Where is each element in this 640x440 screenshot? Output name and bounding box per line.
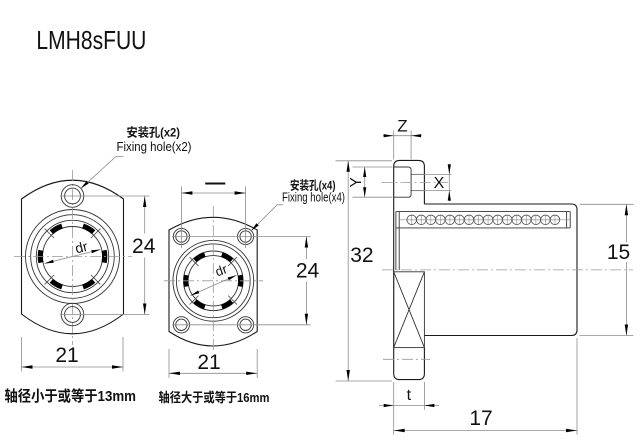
dimension-arrowhead xyxy=(143,196,147,207)
dim-32-label: 32 xyxy=(350,244,373,267)
flange-outline-oval xyxy=(20,179,125,335)
dimension-arrowhead xyxy=(112,365,123,369)
dimension-arrowhead xyxy=(21,365,33,369)
dimension-arrowhead xyxy=(363,167,367,177)
dimension-arrowhead xyxy=(447,190,451,201)
dimension-arrowhead xyxy=(304,236,309,248)
dimension-arrowhead xyxy=(624,324,629,336)
retainer-tick xyxy=(90,228,101,239)
dimension-arrowhead xyxy=(44,259,54,264)
callout-fixing-hole-cn: 安装孔(x4) xyxy=(290,177,336,194)
callout-fixing-hole-en: Fixing hole(x2) xyxy=(117,140,192,154)
dimension-arrowhead xyxy=(80,181,89,189)
bearing-ball xyxy=(549,214,561,226)
bore-dia-label: dr xyxy=(213,261,230,279)
front-view-4hole: dr — 24 21 安装孔(x4) Fixing hole(x4) 轴径大于或… xyxy=(159,172,346,406)
retainer-tick xyxy=(227,295,238,305)
dimension-arrowhead xyxy=(181,191,193,195)
callout-leader-line xyxy=(251,204,283,231)
dim-hole-pitch-v-label: 24 xyxy=(296,259,320,282)
dimension-arrowhead xyxy=(227,275,237,281)
retainer-seal-segment xyxy=(49,223,63,235)
flange-outline-square xyxy=(168,216,258,347)
dimension-arrowhead xyxy=(91,249,101,254)
front-view-2hole: dr 24 21 安装孔(x2) Fixing hole(x2) 轴径小于或等于… xyxy=(5,124,192,406)
dimension-arrowhead xyxy=(234,191,246,195)
retainer-tick xyxy=(227,256,238,267)
retainer-tick xyxy=(189,295,199,305)
dim-t-label: t xyxy=(407,387,412,404)
dimension-arrowhead xyxy=(169,371,180,375)
section-box xyxy=(393,271,425,349)
dimension-arrowhead xyxy=(393,428,405,433)
retainer-seal-segment xyxy=(193,252,206,263)
dimension-arrowhead xyxy=(346,370,350,381)
drawing-title: LMH8sFUU xyxy=(36,25,146,55)
retainer-tick xyxy=(189,256,199,267)
dimension-arrowhead xyxy=(566,428,577,433)
note-shaft-range: 轴径大于或等于16mm xyxy=(159,387,270,406)
dimension-arrowhead xyxy=(251,223,259,231)
dimension-arrowhead xyxy=(346,160,350,172)
retainer-seal-segment xyxy=(82,223,96,235)
note-shaft-range: 轴径小于或等于13mm xyxy=(5,385,137,406)
dimension-arrowhead xyxy=(383,134,394,138)
retainer-seal-segment xyxy=(82,278,96,290)
dimension-arrowhead xyxy=(363,187,367,198)
side-section-view: Z Y X 32 15 t 17 xyxy=(335,116,634,435)
section-diagonal xyxy=(393,271,425,348)
dim-y-label: Y xyxy=(348,177,365,187)
dim-hole-pitch-v-label: 24 xyxy=(132,235,156,258)
retainer-seal-segment xyxy=(193,299,206,310)
dimension-arrowhead xyxy=(447,164,451,175)
dim-17-label: 17 xyxy=(469,407,492,430)
dim-z-label: Z xyxy=(397,116,407,135)
callout-leader-line xyxy=(80,156,124,189)
bore-dia-leader xyxy=(44,249,101,264)
dimension-arrowhead xyxy=(190,290,200,296)
dim-x-label: X xyxy=(434,175,445,192)
flange-slab-outline xyxy=(393,159,425,381)
dimension-arrowhead xyxy=(383,403,394,408)
dimension-arrowhead xyxy=(411,134,422,138)
dimension-arrowhead xyxy=(304,313,309,325)
retainer-seal-segment xyxy=(49,278,63,290)
dim-15-label: 15 xyxy=(607,241,630,264)
retainer-tick xyxy=(90,274,101,285)
dim-hole-pitch-h-label: — xyxy=(205,172,225,194)
dim-width-label: 21 xyxy=(197,351,220,374)
callout-fixing-hole-en: Fixing hole(x4) xyxy=(282,191,345,205)
retainer-seal-segment xyxy=(220,252,234,263)
callout-fixing-hole-cn: 安装孔(x2) xyxy=(127,124,181,141)
dimension-arrowhead xyxy=(624,204,629,216)
dimension-arrowhead xyxy=(246,371,258,375)
dim-width-label: 21 xyxy=(55,344,78,367)
bore-dia-label: dr xyxy=(73,238,89,257)
retainer-tick xyxy=(44,274,55,285)
retainer-tick xyxy=(44,228,55,239)
retainer-seal-segment xyxy=(220,299,234,310)
dimension-arrowhead xyxy=(143,303,147,315)
dimension-arrowhead xyxy=(424,403,435,408)
